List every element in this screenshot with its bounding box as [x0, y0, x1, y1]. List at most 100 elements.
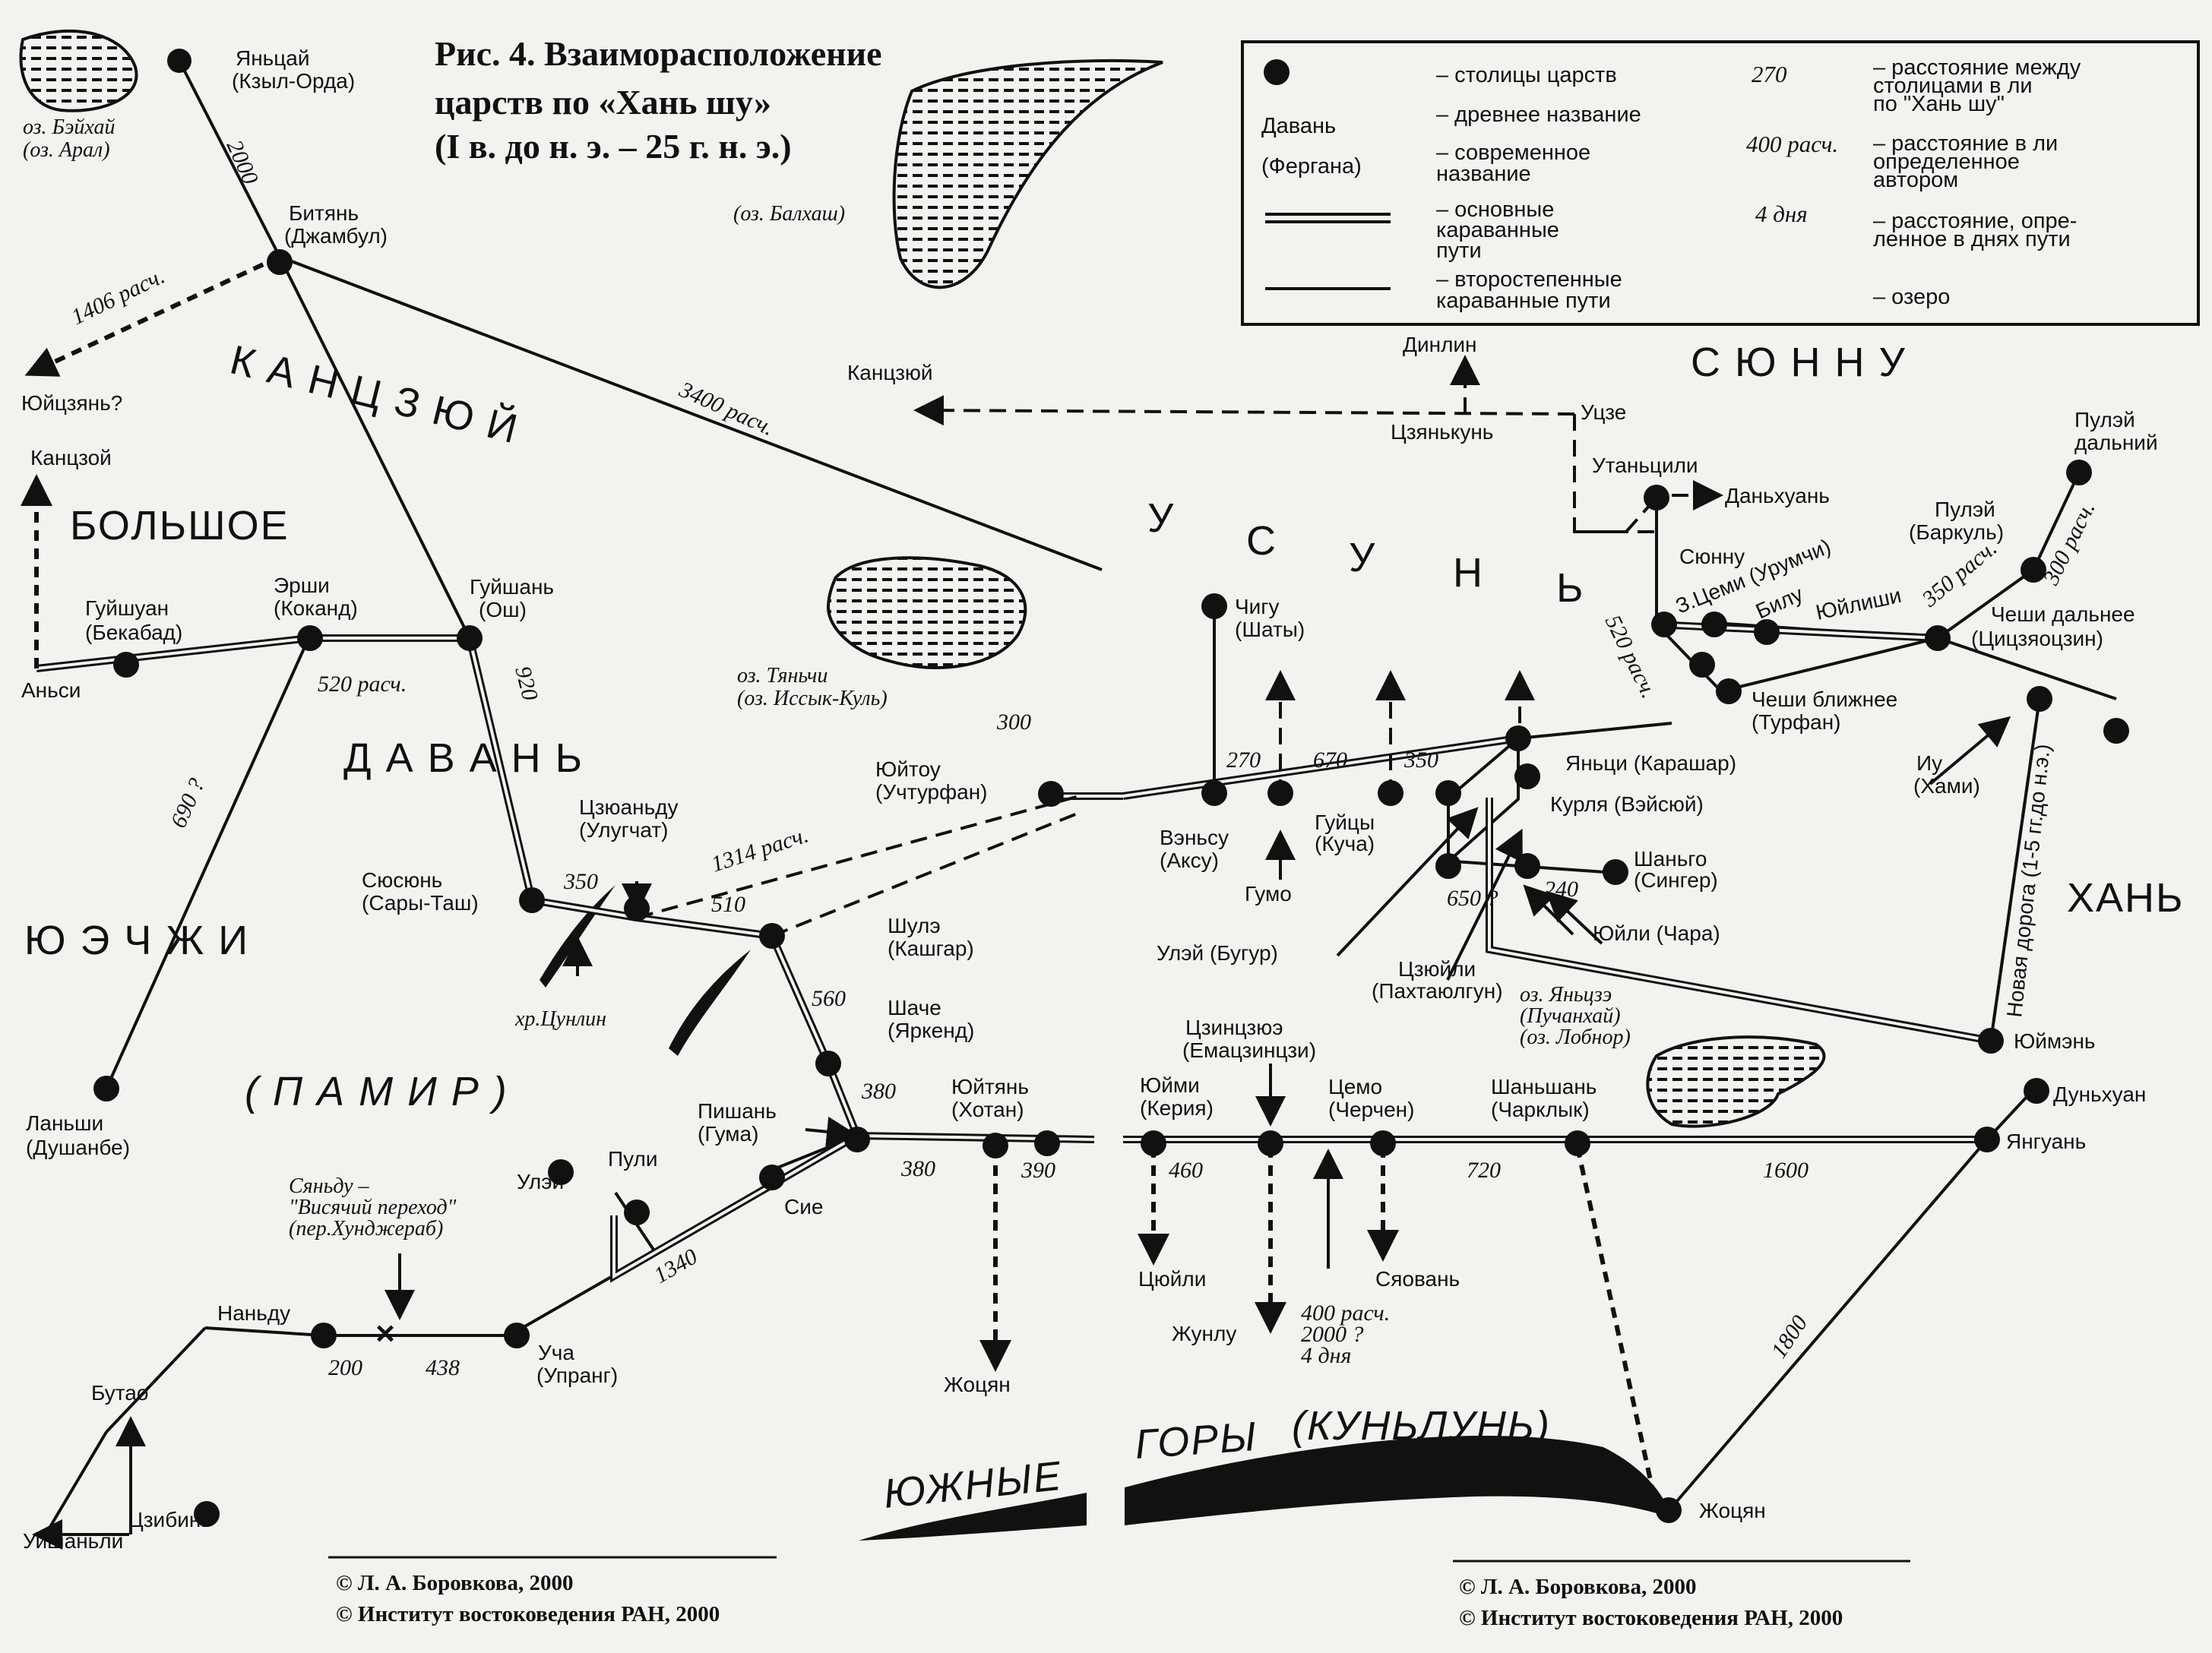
svg-text:Янгуань: Янгуань — [2006, 1130, 2086, 1153]
svg-text:(оз. Арал): (оз. Арал) — [23, 138, 110, 162]
svg-text:(Кашгар): (Кашгар) — [888, 937, 974, 960]
svg-text:Уцзе: Уцзе — [1581, 400, 1626, 424]
svg-text:Юйми: Юйми — [1140, 1073, 1200, 1097]
copyright: © Л. А. Боровкова, 2000 © Институт восто… — [328, 1556, 1910, 1630]
svg-text:2000: 2000 — [222, 136, 264, 188]
svg-text:Пулэй: Пулэй — [2074, 408, 2135, 431]
svg-text:(Хотан): (Хотан) — [951, 1098, 1024, 1121]
svg-text:690 ?: 690 ? — [166, 775, 210, 832]
svg-text:(Коканд): (Коканд) — [274, 596, 358, 620]
svg-text:Даньхуань: Даньхуань — [1725, 484, 1830, 507]
svg-text:Ю Э Ч Ж И: Ю Э Ч Ж И — [24, 918, 249, 963]
svg-text:К А Н Ц З Ю Й: К А Н Ц З Ю Й — [226, 336, 524, 452]
svg-text:3400 расч.: 3400 расч. — [675, 377, 777, 441]
svg-text:© Институт востоковедения РАН,: © Институт востоковедения РАН, 2000 — [336, 1602, 720, 1626]
svg-text:270: 270 — [1226, 747, 1261, 773]
svg-text:Давань: Давань — [1261, 114, 1336, 138]
svg-text:(Куча): (Куча) — [1315, 832, 1375, 855]
svg-text:(Кзыл-Орда): (Кзыл-Орда) — [232, 69, 355, 93]
pass-cross: × — [375, 1315, 395, 1352]
svg-text:(Упранг): (Упранг) — [536, 1364, 618, 1387]
svg-text:(Шаты): (Шаты) — [1235, 618, 1305, 641]
svg-text:царств по «Хань шу»: царств по «Хань шу» — [435, 83, 771, 122]
kunlun-range-left — [859, 1493, 1087, 1541]
svg-text:название: название — [1436, 162, 1531, 186]
lake-lobnor — [1646, 1035, 1826, 1128]
svg-text:Уишаньли: Уишаньли — [23, 1529, 123, 1553]
svg-text:Юймэнь: Юймэнь — [2014, 1029, 2096, 1053]
svg-text:(Сингер): (Сингер) — [1634, 868, 1718, 892]
svg-text:Билу: Билу — [1752, 582, 1806, 623]
svg-text:Цзибинь: Цзибинь — [128, 1508, 212, 1531]
svg-text:(Гума): (Гума) — [698, 1122, 758, 1146]
svg-text:(Душанбе): (Душанбе) — [26, 1136, 130, 1159]
svg-text:Гуйшань: Гуйшань — [470, 575, 554, 599]
svg-text:Гуйшуан: Гуйшуан — [85, 596, 169, 620]
svg-text:Цзинцзюэ: Цзинцзюэ — [1185, 1016, 1283, 1039]
figure-title: Рис. 4. Взаиморасположение царств по «Ха… — [435, 34, 882, 166]
svg-text:Иу: Иу — [1916, 751, 1942, 775]
svg-text:– расстояние между: – расстояние между — [1873, 55, 2081, 80]
svg-text:караванные пути: караванные пути — [1436, 289, 1611, 313]
svg-text:караванные: караванные — [1436, 218, 1559, 242]
svg-text:Улэй (Бугур): Улэй (Бугур) — [1157, 941, 1278, 965]
svg-text:(I в. до н. э. – 25 г. н. э.): (I в. до н. э. – 25 г. н. э.) — [435, 127, 792, 166]
svg-text:– древнее название: – древнее название — [1436, 103, 1641, 127]
svg-text:1800: 1800 — [1766, 1311, 1812, 1363]
svg-text:Сюсюнь: Сюсюнь — [362, 868, 442, 892]
svg-text:– столицы царств: – столицы царств — [1436, 63, 1617, 87]
svg-text:Юйтоу: Юйтоу — [875, 757, 941, 781]
svg-text:(Сары-Таш): (Сары-Таш) — [362, 891, 479, 915]
svg-text:© Л. А. Боровкова, 2000: © Л. А. Боровкова, 2000 — [1459, 1575, 1696, 1599]
svg-text:Шаньго: Шаньго — [1634, 847, 1707, 871]
svg-text:Динлин: Динлин — [1403, 333, 1477, 356]
svg-text:2000 ?: 2000 ? — [1301, 1322, 1364, 1347]
svg-text:Улэй: Улэй — [517, 1170, 564, 1193]
svg-text:Д А В А Н Ь: Д А В А Н Ь — [343, 735, 584, 781]
svg-text:(оз. Лобнор): (оз. Лобнор) — [1520, 1026, 1631, 1049]
svg-text:(Джамбул): (Джамбул) — [284, 224, 388, 248]
svg-text:Ланьши: Ланьши — [26, 1111, 103, 1135]
svg-text:Сяовань: Сяовань — [1375, 1267, 1460, 1291]
svg-text:У: У — [1349, 535, 1376, 580]
svg-text:– современное: – современное — [1436, 141, 1590, 165]
svg-text:(Улугчат): (Улугчат) — [579, 818, 668, 842]
svg-text:Цюйли: Цюйли — [1138, 1267, 1206, 1291]
svg-text:С Ю Н Н У: С Ю Н Н У — [1691, 340, 1907, 385]
svg-text:© Институт востоковедения РАН,: © Институт востоковедения РАН, 2000 — [1459, 1606, 1843, 1630]
svg-text:оз. Яньцзэ: оз. Яньцзэ — [1520, 983, 1612, 1007]
svg-text:(Турфан): (Турфан) — [1752, 710, 1841, 734]
svg-text:(оз. Балхаш): (оз. Балхаш) — [733, 202, 845, 226]
svg-text:(Баркуль): (Баркуль) — [1909, 520, 2004, 544]
svg-text:С: С — [1246, 518, 1277, 564]
svg-text:240: 240 — [1544, 877, 1578, 902]
svg-text:Новая дорога (1-5 гг.до н.э.): Новая дорога (1-5 гг.до н.э.) — [2002, 743, 2055, 1019]
svg-text:хр.Цунлин: хр.Цунлин — [514, 1007, 606, 1031]
svg-text:Гумо: Гумо — [1245, 882, 1292, 906]
svg-text:Дуньхуан: Дуньхуан — [2053, 1083, 2146, 1106]
svg-text:1314 расч.: 1314 расч. — [708, 822, 812, 877]
svg-text:– второстепенные: – второстепенные — [1436, 267, 1622, 292]
svg-text:Цзюаньду: Цзюаньду — [579, 795, 679, 819]
svg-text:(Ош): (Ош) — [479, 598, 527, 621]
svg-text:Юйлиши: Юйлиши — [1814, 583, 1903, 624]
svg-text:Сие: Сие — [784, 1195, 823, 1218]
svg-text:(Черчен): (Черчен) — [1328, 1098, 1414, 1121]
svg-text:Сюнну: Сюнну — [1679, 545, 1745, 568]
svg-text:Цзюйли: Цзюйли — [1398, 957, 1476, 981]
svg-text:оз. Тяньчи: оз. Тяньчи — [737, 664, 828, 687]
svg-text:(Керия): (Керия) — [1140, 1096, 1214, 1120]
svg-text:(Учтурфан): (Учтурфан) — [875, 780, 988, 804]
svg-text:(Пахтаюлгун): (Пахтаюлгун) — [1372, 979, 1503, 1003]
region-labels: К А Н Ц З Ю Й БОЛЬШОЕ Д А В А Н Ь Ю Э Ч … — [24, 336, 2182, 1516]
svg-text:Битянь: Битянь — [289, 201, 359, 225]
svg-text:1600: 1600 — [1763, 1158, 1809, 1183]
svg-text:дальний: дальний — [2074, 431, 2158, 454]
svg-text:(КУНЬЛУНЬ): (КУНЬЛУНЬ) — [1292, 1403, 1551, 1449]
svg-text:Цемо: Цемо — [1328, 1075, 1382, 1098]
svg-text:Пулэй: Пулэй — [1935, 498, 1995, 521]
svg-text:(Пучанхай): (Пучанхай) — [1520, 1004, 1621, 1028]
svg-text:( П А М И Р ): ( П А М И Р ) — [245, 1069, 508, 1114]
pamir-ridge — [669, 950, 751, 1056]
svg-text:БОЛЬШОЕ: БОЛЬШОЕ — [70, 503, 290, 548]
